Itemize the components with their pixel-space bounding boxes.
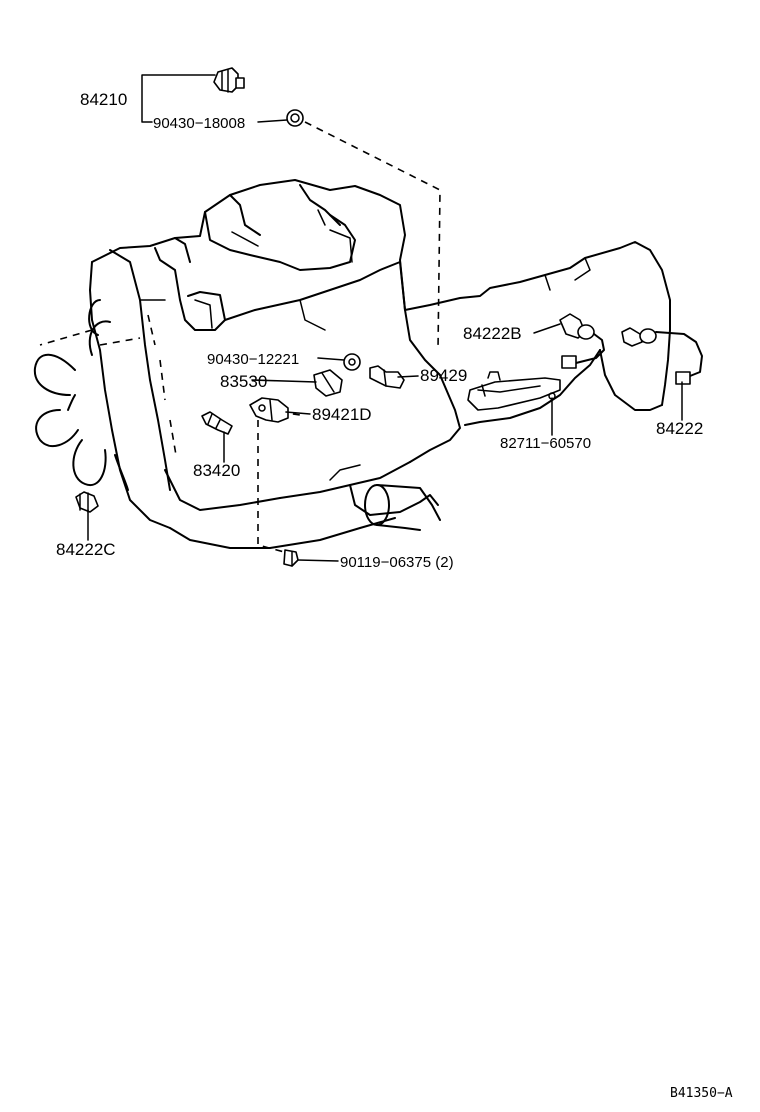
switch-84222C-part (75, 491, 99, 513)
engine-transmission-outline (33, 179, 671, 549)
sensor-89429-part (369, 365, 405, 389)
switch-84222B-part (559, 313, 605, 369)
label-90430-18008: 90430−18008 (153, 115, 245, 132)
label-90119-06375: 90119−06375 (2) (340, 554, 454, 571)
label-83420: 83420 (193, 461, 240, 480)
bracket-82711-part (467, 371, 561, 411)
label-84210: 84210 (80, 90, 127, 109)
label-84222B: 84222B (463, 324, 522, 343)
label-89421D: 89421D (312, 405, 372, 424)
switch-83530-part (313, 369, 343, 397)
gasket-ring-small-part (343, 353, 361, 371)
oil-pressure-switch-part (213, 67, 245, 93)
label-83530: 83530 (220, 372, 267, 391)
label-84222: 84222 (656, 419, 703, 438)
label-90430-12221: 90430−12221 (207, 351, 299, 368)
label-89429: 89429 (420, 366, 467, 385)
leader-lines (87, 74, 683, 562)
gasket-ring-part (286, 109, 304, 127)
dashed-reference-lines (39, 121, 441, 554)
bolt-90119-part (283, 549, 299, 567)
label-82711-60570: 82711−60570 (500, 435, 591, 452)
sensor-89421D-part (249, 397, 289, 423)
label-84222C: 84222C (56, 540, 116, 559)
sensor-83420-part (201, 411, 233, 435)
switch-84222-part (621, 327, 703, 385)
cooling-fan (33, 320, 129, 491)
figure-code: B41350−A (670, 1086, 733, 1101)
